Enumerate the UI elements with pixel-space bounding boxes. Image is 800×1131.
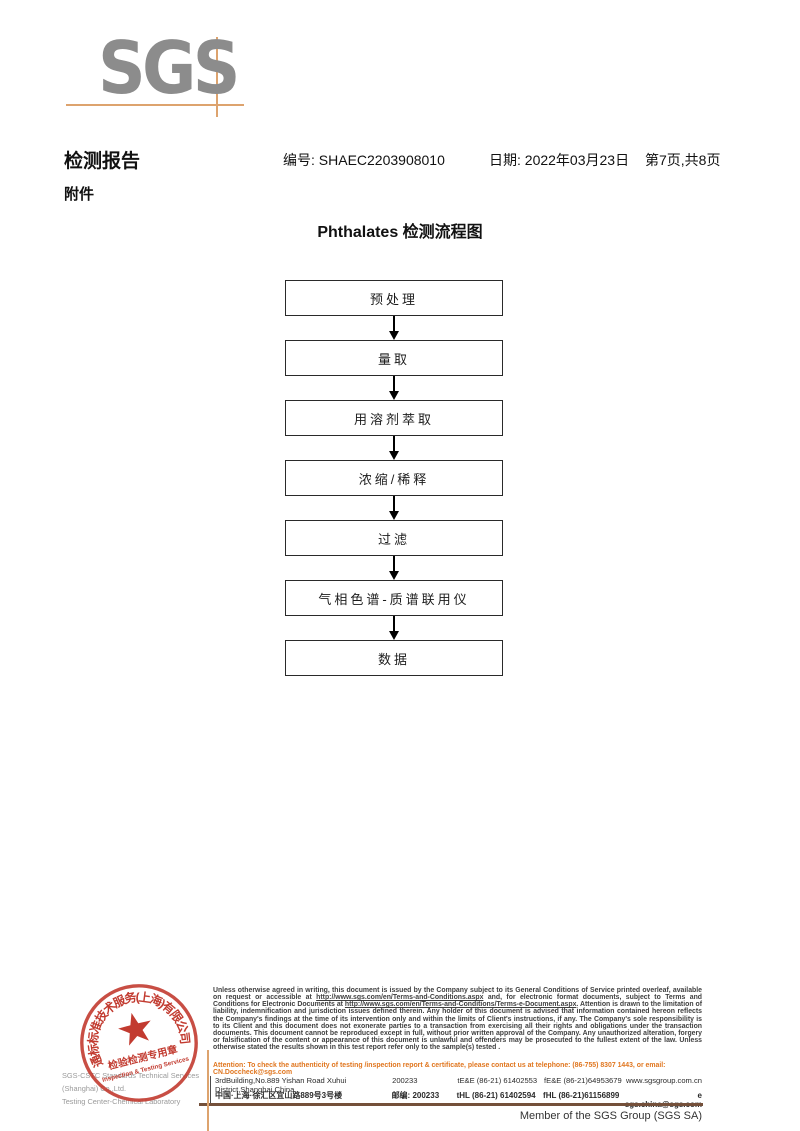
flowchart: 预处理 量取 用溶剂萃取 浓缩/稀释 过滤 气相色谱-质谱联用仪 数据 bbox=[285, 280, 503, 676]
flow-step-solvent-extraction: 用溶剂萃取 bbox=[285, 400, 503, 436]
address-row-en: 3rdBuilding,No.889 Yishan Road Xuhui Dis… bbox=[215, 1076, 703, 1094]
sgs-member-text: Member of the SGS Group (SGS SA) bbox=[519, 1110, 702, 1122]
report-number: 编号: SHAEC2203908010 bbox=[283, 152, 445, 168]
company-name-line1: SGS-CSTC Standards Technical Services (S… bbox=[62, 1071, 200, 1093]
email-address: e sgs.china@sgs.com bbox=[625, 1091, 702, 1109]
stamp-seal-icon: 通标标准技术服务(上海)有限公司 检验检测专用章 Inspection & Te… bbox=[73, 978, 198, 1102]
legal-part2: and, for electronic format documents, su… bbox=[213, 994, 703, 1009]
website-url: www.sgsgroup.com.cn bbox=[626, 1076, 703, 1085]
terms-e-document-url: http://www.sgs.com/en/Terms-and-Conditio… bbox=[344, 1001, 577, 1009]
sgs-logo: SGS bbox=[98, 28, 248, 118]
arrow-down-icon bbox=[389, 556, 399, 580]
flowchart-title: Phthalates 检测流程图 bbox=[317, 224, 483, 241]
telephone-en: tE&E (86-21) 61402553 bbox=[457, 1076, 538, 1085]
registration-mark-horizontal bbox=[66, 104, 244, 106]
registration-mark-vertical-bottom bbox=[207, 1050, 209, 1131]
company-name-block: SGS-CSTC Standards Technical Services (S… bbox=[62, 1069, 222, 1108]
postcode-en: 200233 bbox=[392, 1076, 418, 1085]
fax-en: fE&E (86-21)64953679 bbox=[544, 1076, 622, 1085]
flow-step-data: 数据 bbox=[285, 640, 503, 676]
sgs-logo-text: SGS bbox=[98, 26, 240, 110]
arrow-down-icon bbox=[389, 376, 399, 400]
inspection-stamp: 通标标准技术服务(上海)有限公司 检验检测专用章 Inspection & Te… bbox=[63, 967, 216, 1120]
address-row-cn: 中国·上海·徐汇区宜山路889号3号楼 邮编: 200233 tHL (86-2… bbox=[215, 1090, 702, 1109]
address-divider bbox=[210, 1076, 211, 1104]
footer-rule bbox=[199, 1103, 703, 1106]
flow-step-pretreatment: 预处理 bbox=[285, 280, 503, 316]
legal-part1: Unless otherwise agreed in writing, this… bbox=[213, 987, 702, 1002]
postcode-cn: 邮编: 200233 bbox=[391, 1091, 440, 1100]
terms-url: http://www.sgs.com/en/Terms-and-Conditio… bbox=[316, 994, 484, 1002]
legal-disclaimer: Unless otherwise agreed in writing, this… bbox=[213, 987, 702, 1051]
telephone-cn: tHL (86-21) 61402594 bbox=[456, 1091, 536, 1100]
attention-notice: Attention: To check the authenticity of … bbox=[213, 1062, 666, 1077]
fax-cn: fHL (86-21)61156899 bbox=[543, 1091, 620, 1100]
flow-step-filter: 过滤 bbox=[285, 520, 503, 556]
registration-mark-vertical bbox=[216, 37, 218, 117]
arrow-down-icon bbox=[389, 496, 399, 520]
legal-part3: . Attention is drawn to the limitation o… bbox=[213, 1001, 702, 1052]
arrow-down-icon bbox=[389, 316, 399, 340]
arrow-down-icon bbox=[389, 616, 399, 640]
report-title: 检测报告 bbox=[64, 151, 141, 172]
star-icon bbox=[118, 1012, 151, 1046]
address-block: 3rdBuilding,No.889 Yishan Road Xuhui Dis… bbox=[215, 1076, 703, 1109]
flow-step-gcms: 气相色谱-质谱联用仪 bbox=[285, 580, 503, 616]
flow-step-measure: 量取 bbox=[285, 340, 503, 376]
report-date: 日期: 2022年03月23日 bbox=[489, 152, 630, 168]
address-cn: 中国·上海·徐汇区宜山路889号3号楼 bbox=[215, 1091, 343, 1100]
flow-step-concentrate-dilute: 浓缩/稀释 bbox=[285, 460, 503, 496]
page-indicator: 第7页,共8页 bbox=[645, 152, 721, 168]
attachment-label: 附件 bbox=[64, 186, 95, 203]
arrow-down-icon bbox=[389, 436, 399, 460]
company-name-line2: Testing Center-Chemical Laboratory bbox=[62, 1097, 181, 1106]
address-en: 3rdBuilding,No.889 Yishan Road Xuhui Dis… bbox=[215, 1076, 347, 1094]
